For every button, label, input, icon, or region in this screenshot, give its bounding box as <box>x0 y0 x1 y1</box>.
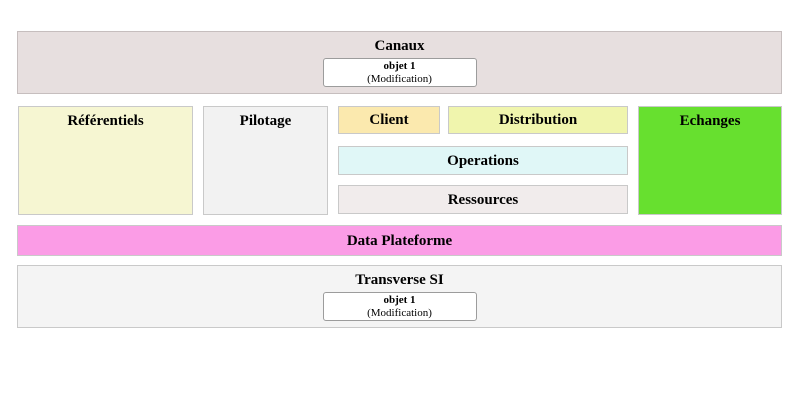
canaux-objet-card[interactable]: objet 1 (Modification) <box>322 58 477 87</box>
zone-distribution-title: Distribution <box>498 112 578 128</box>
transverse-objet-name: objet 1 <box>383 294 416 306</box>
zone-client-title: Client <box>369 112 409 128</box>
zone-client: Client <box>338 106 440 134</box>
zone-data-plateforme-title: Data Plateforme <box>346 232 453 249</box>
zone-ressources: Ressources <box>338 185 628 214</box>
zone-operations: Operations <box>338 146 628 175</box>
zone-data-plateforme: Data Plateforme <box>17 225 782 256</box>
zone-transverse-si: Transverse SI objet 1 (Modification) <box>17 265 782 328</box>
zone-operations-title: Operations <box>447 152 519 169</box>
zone-canaux-title: Canaux <box>374 38 425 54</box>
zone-echanges: Echanges <box>638 106 782 215</box>
zone-referentiels: Référentiels <box>18 106 193 215</box>
canaux-objet-subtitle: (Modification) <box>367 73 432 85</box>
zone-echanges-title: Echanges <box>679 113 741 129</box>
zone-canaux: Canaux objet 1 (Modification) <box>17 31 782 94</box>
canaux-objet-name: objet 1 <box>383 60 416 72</box>
zone-transverse-si-title: Transverse SI <box>355 272 444 288</box>
zone-referentiels-title: Référentiels <box>67 113 144 129</box>
transverse-objet-card[interactable]: objet 1 (Modification) <box>322 292 477 321</box>
transverse-objet-subtitle: (Modification) <box>367 307 432 319</box>
zone-ressources-title: Ressources <box>447 191 519 208</box>
zone-pilotage-title: Pilotage <box>239 113 292 129</box>
zone-pilotage: Pilotage <box>203 106 328 215</box>
zone-distribution: Distribution <box>448 106 628 134</box>
